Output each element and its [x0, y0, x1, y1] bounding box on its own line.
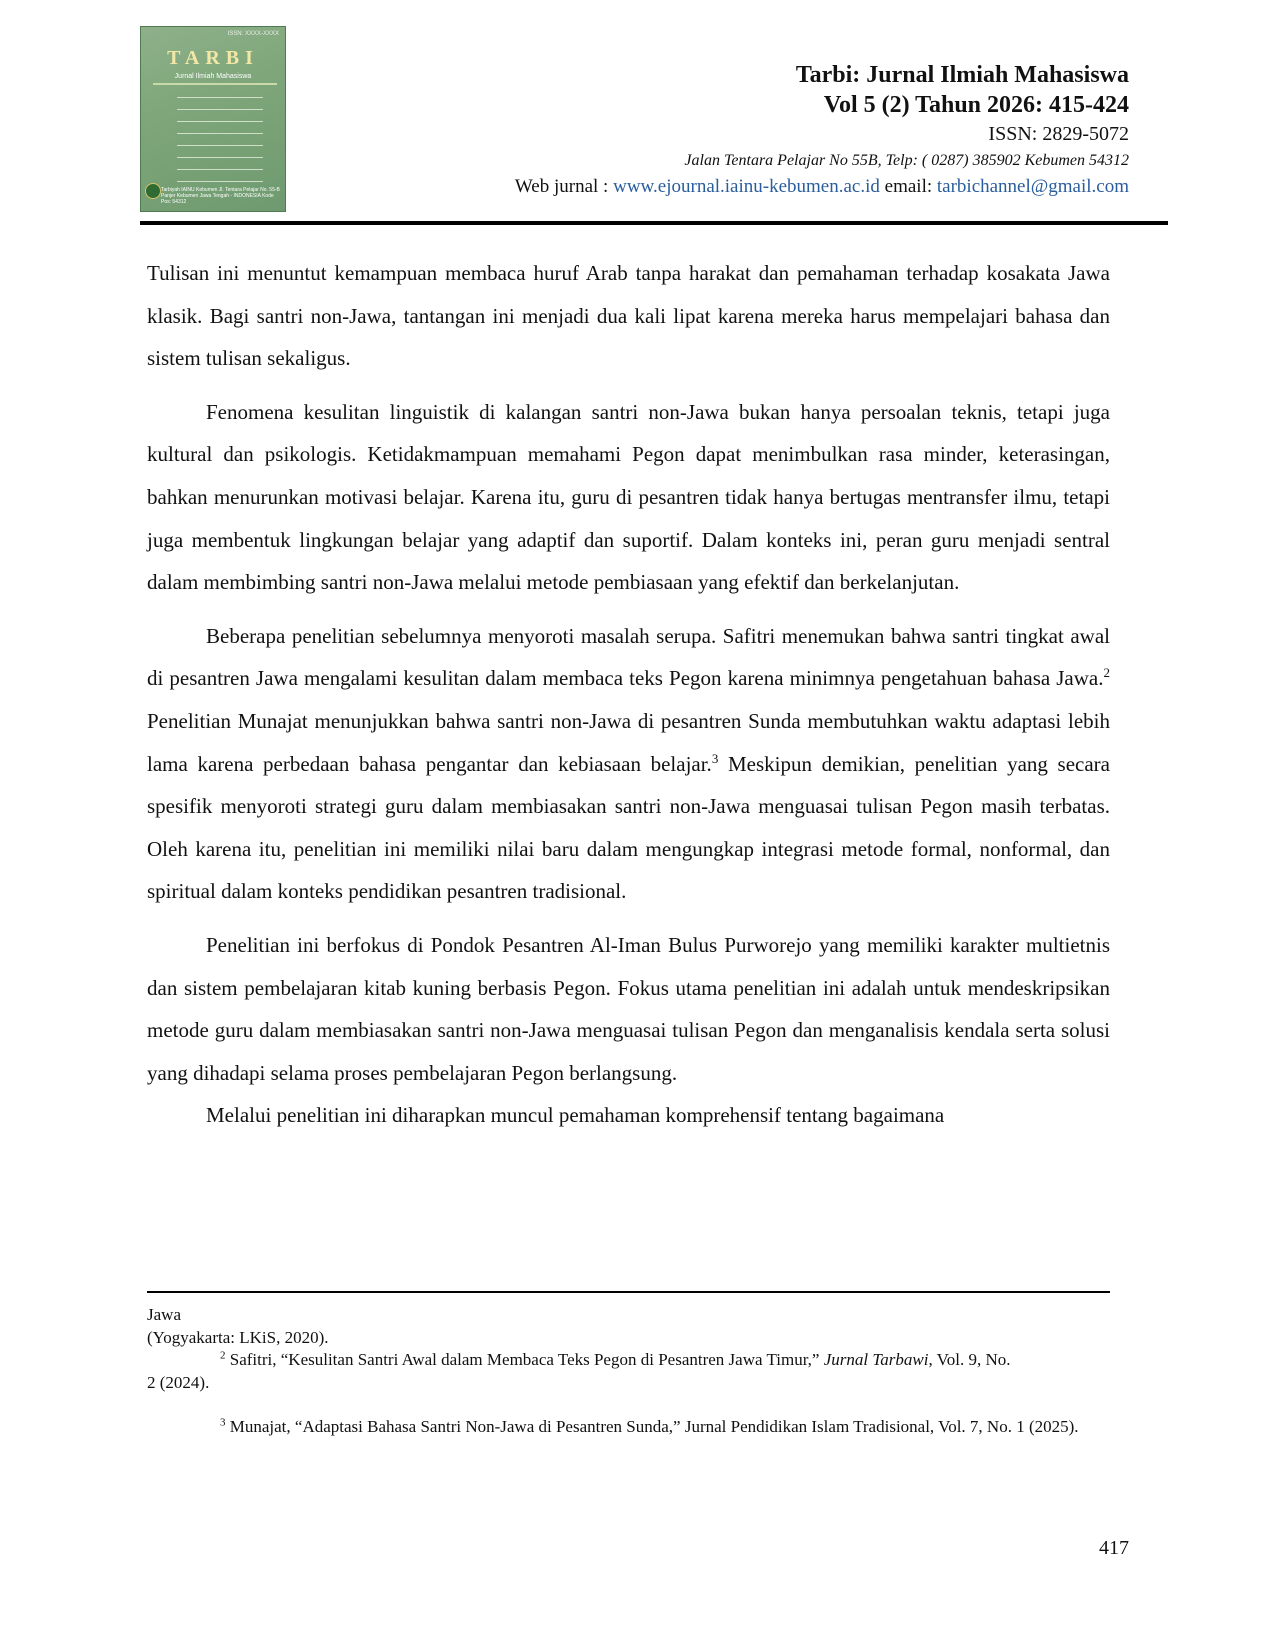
footnote-3: 3 Munajat, “Adaptasi Bahasa Santri Non-J… — [147, 1416, 1110, 1439]
journal-header: Tarbi: Jurnal Ilmiah Mahasiswa Vol 5 (2)… — [515, 60, 1129, 200]
journal-web-line: Web jurnal : www.ejournal.iainu-kebumen.… — [515, 174, 1129, 200]
web-label: Web jurnal : — [514, 176, 614, 197]
paragraph-5: Melalui penelitian ini diharapkan muncul… — [206, 1103, 945, 1128]
footnote-2-text-a: Safitri, “Kesulitan Santri Awal dalam Me… — [225, 1350, 824, 1369]
paragraph-3-part-a: Beberapa penelitian sebelumnya menyoroti… — [147, 623, 1110, 691]
footnotes: Jawa (Yogyakarta: LKiS, 2020). 2 Safitri… — [147, 1304, 1110, 1439]
email-link[interactable]: tarbichannel@gmail.com — [936, 176, 1129, 197]
journal-issn: ISSN: 2829-5072 — [988, 123, 1129, 145]
paragraph-4: Penelitian ini berfokus di Pondok Pesant… — [147, 932, 1110, 1085]
paragraph-3: Beberapa penelitian sebelumnya menyoroti… — [147, 615, 1110, 913]
paragraph-3-part-c: Meskipun demikian, penelitian yang secar… — [147, 751, 1110, 904]
footnote-rule — [147, 1291, 1110, 1293]
header-rule — [140, 221, 1168, 225]
footnote-continued-line-2: (Yogyakarta: LKiS, 2020). — [147, 1327, 329, 1347]
cover-footer: Tarbiyah IAINU Kebumen Jl. Tentara Pelaj… — [161, 187, 280, 205]
footnote-3-number: 3 — [220, 1416, 226, 1429]
journal-cover-image: ISSN: XXXX-XXXX TARBI Jurnal Ilmiah Maha… — [140, 26, 286, 212]
journal-volume: Vol 5 (2) Tahun 2026: 415-424 — [823, 92, 1129, 118]
web-url-link[interactable]: www.ejournal.iainu-kebumen.ac.id — [613, 176, 880, 197]
footnote-2-line-2: 2 (2024). — [147, 1372, 210, 1392]
footnote-2-text-b: , Vol. 9, No. — [928, 1350, 1011, 1369]
page-number: 417 — [1099, 1537, 1129, 1559]
paragraph-1: Tulisan ini menuntut kemampuan membaca h… — [147, 261, 1110, 371]
cover-band — [153, 83, 277, 85]
cover-issn: ISSN: XXXX-XXXX — [227, 31, 279, 37]
paragraph-2: Fenomena kesulitan linguistik di kalanga… — [147, 399, 1110, 595]
paragraph-3-part-b: Penelitian Munajat menunjukkan bahwa san… — [147, 708, 1110, 776]
footnote-ref-3[interactable]: 3 — [711, 750, 719, 766]
footnote-2-journal: Jurnal Tarbawi — [823, 1350, 929, 1369]
article-body: Tulisan ini menuntut kemampuan membaca h… — [147, 252, 1110, 1137]
footnote-2-number: 2 — [220, 1349, 226, 1362]
cover-title: TARBI — [167, 47, 259, 69]
footnote-ref-2[interactable]: 2 — [1103, 665, 1111, 681]
footnote-2: 2 Safitri, “Kesulitan Santri Awal dalam … — [147, 1349, 1110, 1372]
cover-lines — [177, 97, 263, 193]
footnote-3-text: Munajat, “Adaptasi Bahasa Santri Non-Jaw… — [225, 1417, 1079, 1436]
email-label: email: — [879, 176, 937, 197]
footnote-continued-line-1: Jawa — [147, 1305, 181, 1324]
journal-address: Jalan Tentara Pelajar No 55B, Telp: ( 02… — [684, 152, 1129, 169]
cover-subtitle: Jurnal Ilmiah Mahasiswa — [174, 73, 252, 80]
journal-title: Tarbi: Jurnal Ilmiah Mahasiswa — [795, 62, 1129, 88]
cover-seal-icon — [145, 183, 161, 199]
